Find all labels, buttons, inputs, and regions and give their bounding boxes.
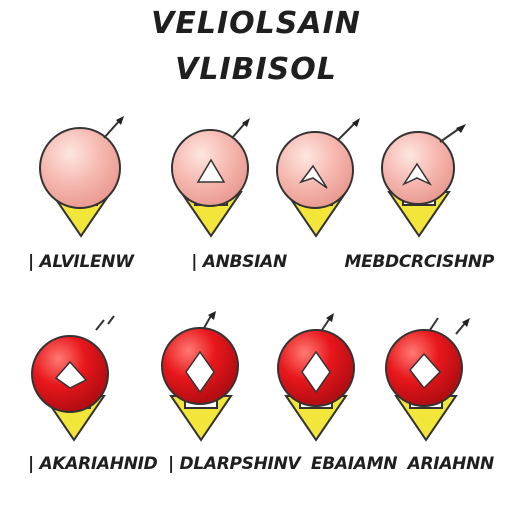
row-1-label-3: MEBDCRCISHNP	[344, 252, 494, 272]
red-balloon-3	[277, 313, 355, 442]
red-balloon-2	[161, 311, 239, 442]
row-2-label-1: | AKARIAHNID	[28, 454, 158, 474]
row-1-label-2: | ANBSIAN	[191, 252, 287, 272]
row-2-label-2: | DLARPSHINV	[168, 454, 301, 474]
row-1-label-1: | ALVILENW	[28, 252, 134, 272]
title-line-2: VLIBISOL	[175, 52, 337, 87]
pink-balloon-4	[381, 124, 466, 238]
red-balloon-4	[385, 317, 470, 442]
pink-balloon-2	[171, 118, 250, 238]
pink-balloon-3	[276, 118, 360, 238]
row-2-label-3: EBAIAMN	[310, 454, 398, 474]
row-2-label-4: ARIAHNN	[407, 454, 495, 474]
row-1-labels: | ALVILENW | ANBSIAN MEBDCRCISHNP	[0, 252, 512, 272]
pink-balloon-1	[39, 116, 124, 238]
row-2-labels: | AKARIAHNID | DLARPSHINV EBAIAMN ARIAHN…	[0, 454, 512, 474]
title-line-1: VELIOLSAIN	[151, 6, 361, 41]
red-balloon-1	[31, 315, 115, 442]
